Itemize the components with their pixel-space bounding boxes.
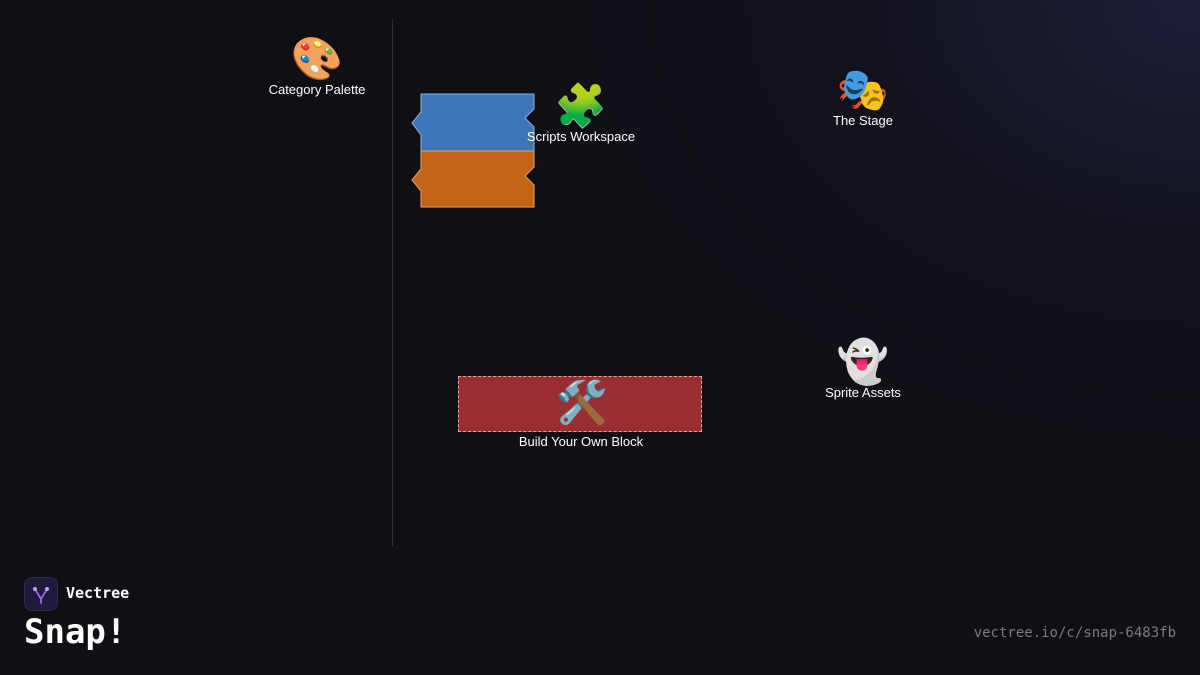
node-label-build-your-own-block: Build Your Own Block xyxy=(518,434,644,449)
node-the-stage[interactable]: 🎭 The Stage xyxy=(803,67,923,129)
orange-block xyxy=(411,150,535,208)
node-label: The Stage xyxy=(833,113,893,128)
puzzle-piece-icon: 🧩 xyxy=(554,82,608,129)
node-scripts-workspace[interactable]: 🧩 Scripts Workspace xyxy=(511,83,651,145)
node-label: Sprite Assets xyxy=(825,385,901,400)
build-block-box[interactable] xyxy=(458,376,702,432)
node-sprite-assets[interactable]: 👻 Sprite Assets xyxy=(803,339,923,401)
script-blocks xyxy=(411,93,535,208)
app-title: Snap! xyxy=(24,612,127,652)
palette-icon: 🎨 xyxy=(290,35,344,82)
brand-name: Vectree xyxy=(66,584,130,602)
ghost-icon: 👻 xyxy=(836,338,890,385)
hammer-and-wrench-icon: 🛠️ xyxy=(555,379,609,426)
share-url[interactable]: vectree.io/c/snap-6483fb xyxy=(973,625,1176,641)
node-label: Scripts Workspace xyxy=(526,129,636,144)
vectree-logo-icon xyxy=(24,577,58,611)
divider-line xyxy=(392,19,393,546)
theater-masks-icon: 🎭 xyxy=(836,66,890,113)
node-label: Category Palette xyxy=(268,82,366,97)
node-category-palette[interactable]: 🎨 Category Palette xyxy=(257,36,377,98)
